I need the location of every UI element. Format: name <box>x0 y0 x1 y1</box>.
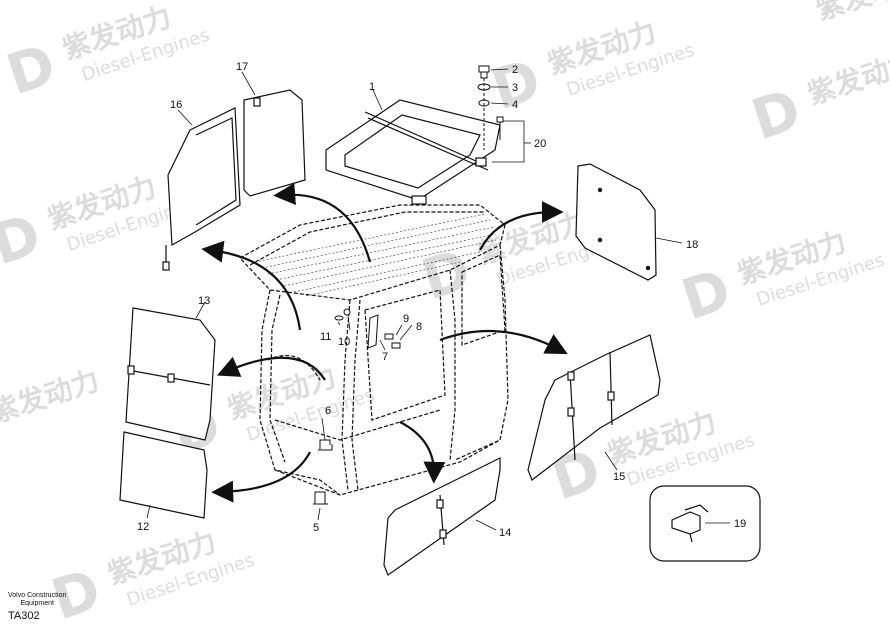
watermark: 紫发动力 <box>0 364 103 430</box>
panel-14 <box>383 457 501 576</box>
callout-4: 4 <box>512 99 518 111</box>
callout-8: 8 <box>416 321 422 333</box>
roof-grid <box>254 213 497 297</box>
svg-text:D: D <box>744 77 808 153</box>
callout-19: 19 <box>734 518 746 530</box>
cab-frame <box>239 204 509 496</box>
callout-5: 5 <box>313 522 319 534</box>
watermark-brand: 紫发动力 <box>812 0 890 27</box>
watermark: D 紫发动力 Diesel-Engines <box>674 225 887 333</box>
callout-labels: 1 2 3 4 5 6 7 8 9 10 11 12 13 14 15 16 1… <box>137 61 746 539</box>
callout-2: 2 <box>512 64 518 76</box>
callout-11: 11 <box>320 331 331 343</box>
callout-16: 16 <box>170 99 182 111</box>
callout-10: 10 <box>338 336 350 348</box>
roof-hatch <box>325 99 501 205</box>
callout-14: 14 <box>499 527 511 539</box>
footer-company-line1: Volvo Construction <box>8 592 67 599</box>
panel-18 <box>575 163 657 281</box>
drawing-footer: Volvo Construction Equipment TA302 <box>8 592 66 623</box>
removal-arrows <box>201 183 568 503</box>
door-fasteners <box>334 308 401 349</box>
watermark-brand: 紫发动力 <box>0 364 103 430</box>
callout-17: 17 <box>236 61 248 73</box>
svg-text:D: D <box>0 202 49 278</box>
svg-text:D: D <box>0 32 64 108</box>
key-detail-box <box>649 485 761 562</box>
callout-18: 18 <box>686 239 698 251</box>
callout-12: 12 <box>137 521 149 533</box>
watermark: D 紫发动力 Diesel-Engines <box>0 170 197 278</box>
panel-16 <box>162 107 241 271</box>
drawing-code: TA302 <box>8 610 40 622</box>
callout-3: 3 <box>512 82 518 94</box>
callout-6: 6 <box>325 405 331 417</box>
watermark: D 紫发动力 Diesel-Engines <box>0 0 212 108</box>
callout-7: 7 <box>382 351 388 363</box>
panel-13 <box>125 307 216 441</box>
bracket-5 <box>313 491 328 505</box>
bracket-6 <box>318 439 333 451</box>
panel-15 <box>527 334 661 481</box>
callout-13: 13 <box>198 295 210 307</box>
callout-1: 1 <box>369 81 375 93</box>
watermark: D 紫发动力 <box>744 45 890 153</box>
fastener-stack <box>477 65 491 150</box>
svg-text:D: D <box>414 237 478 313</box>
svg-text:D: D <box>674 257 738 333</box>
screw-pair <box>496 116 504 140</box>
watermark: 紫发动力 <box>812 0 890 27</box>
callout-9: 9 <box>403 313 409 325</box>
panel-17 <box>243 89 306 197</box>
callout-15: 15 <box>613 471 625 483</box>
leader-lines <box>146 68 730 531</box>
callout-20: 20 <box>534 138 546 150</box>
watermark-brand: 紫发动力 <box>803 45 890 111</box>
footer-company-line2: Equipment <box>20 600 54 607</box>
panel-12 <box>119 431 208 519</box>
watermark: D 紫发动力 Diesel-Engines <box>44 525 257 628</box>
